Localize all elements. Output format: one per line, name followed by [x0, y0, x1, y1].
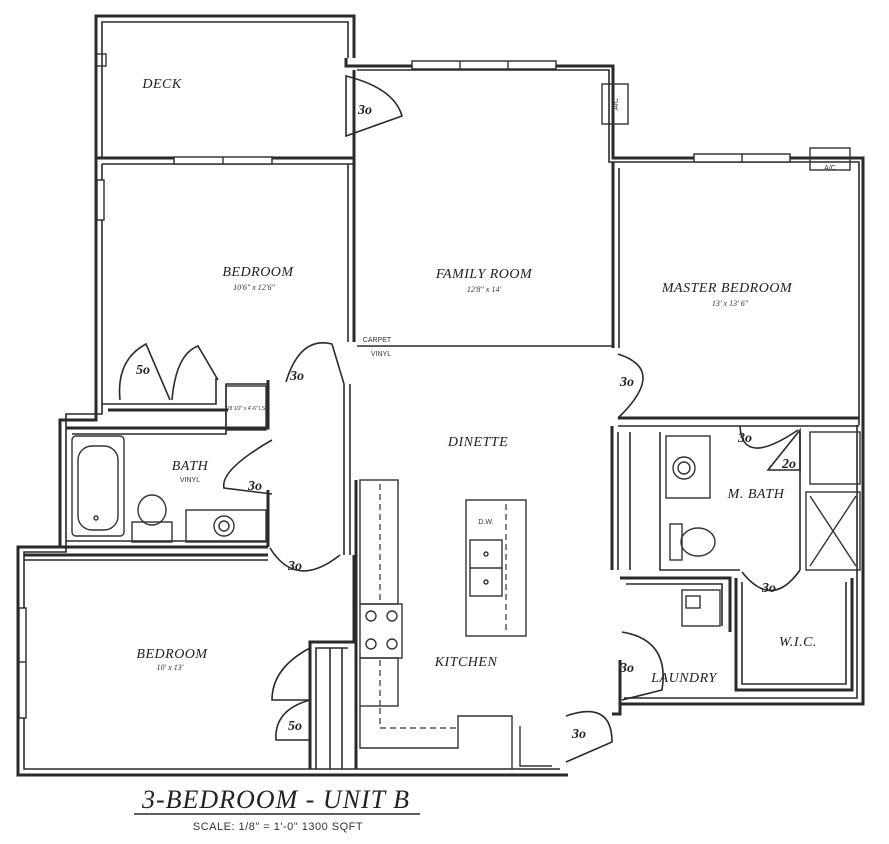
windows [18, 60, 791, 719]
interior-walls [24, 70, 861, 769]
plan-title: 3-BEDROOM - UNIT B [141, 785, 410, 814]
door-label-bedroom-bottom-closet: 5o [288, 719, 302, 734]
caption: 3-BEDROOM - UNIT B SCALE: 1/8" = 1'-0" 1… [134, 785, 420, 833]
doors [118, 74, 801, 763]
fixture-labels: A/C A/C D.W. CARPET VINYL 18 1/2" x 4'-6… [227, 98, 836, 526]
bedroom-top-size: 10'6" x 12'6" [233, 283, 275, 292]
kitchen-label: KITCHEN [434, 655, 498, 670]
fixtures [71, 53, 851, 769]
door-label-master: 3o [619, 375, 634, 390]
room-labels: DECK BEDROOM 10'6" x 12'6" FAMILY ROOM 1… [136, 77, 817, 686]
water-heater-label: 18 1/2" x 4'-6" LS [227, 406, 266, 412]
door-label-deck: 3o [357, 103, 372, 118]
door-label-entry: 3o [571, 727, 586, 742]
bathtub [71, 435, 125, 537]
kitchen-island [465, 499, 527, 637]
mbath-vanity [665, 435, 711, 499]
vinyl-label: VINYL [371, 351, 391, 358]
door-label-wic: 3o [761, 581, 776, 596]
deck-label: DECK [141, 77, 182, 92]
washer-dryer [681, 589, 721, 627]
door-label-mbath: 3o [737, 431, 752, 446]
door-label-mbath-closet: 2o [781, 457, 796, 472]
ac-2-label: A/C [824, 165, 836, 172]
vanity [185, 509, 267, 543]
bath-floor: VINYL [180, 477, 200, 484]
bedroom-top-label: BEDROOM [222, 265, 294, 280]
laundry-label: LAUNDRY [650, 671, 718, 686]
door-label-laundry: 3o [619, 661, 634, 676]
ac-unit-1 [601, 83, 629, 125]
master-bedroom-label: MASTER BEDROOM [661, 281, 793, 296]
m-bath-label: M. BATH [727, 487, 785, 502]
door-label-bedroom-top: 3o [289, 369, 304, 384]
door-size-labels: 3o 5o 3o 3o 3o 5o 3o 3o 2o 3o 3o 3o [136, 103, 796, 742]
plan-scale: SCALE: 1/8" = 1'-0" 1300 SQFT [193, 821, 363, 833]
bedroom-bottom-size: 10' x 13' [157, 663, 184, 672]
door-label-bedroom-bottom: 3o [287, 559, 302, 574]
ac-1-label: A/C [613, 98, 620, 110]
kitchen-counter-left [359, 479, 399, 605]
bath-label: BATH [172, 459, 209, 474]
bedroom-bottom-label: BEDROOM [136, 647, 208, 662]
master-bedroom-size: 13' x 13' 6" [712, 299, 749, 308]
door-label-bath: 3o [247, 479, 262, 494]
mbath-toilet [669, 523, 683, 561]
door-label-bedroom-closet: 5o [136, 363, 150, 378]
family-room-label: FAMILY ROOM [435, 267, 533, 282]
dishwasher-label: D.W. [478, 519, 493, 526]
family-room-size: 12'8" x 14' [467, 285, 502, 294]
toilet [131, 521, 173, 543]
ac-unit-2 [809, 147, 851, 171]
carpet-label: CARPET [363, 337, 392, 344]
dinette-label: DINETTE [447, 435, 508, 450]
wic-label: W.I.C. [779, 635, 817, 650]
